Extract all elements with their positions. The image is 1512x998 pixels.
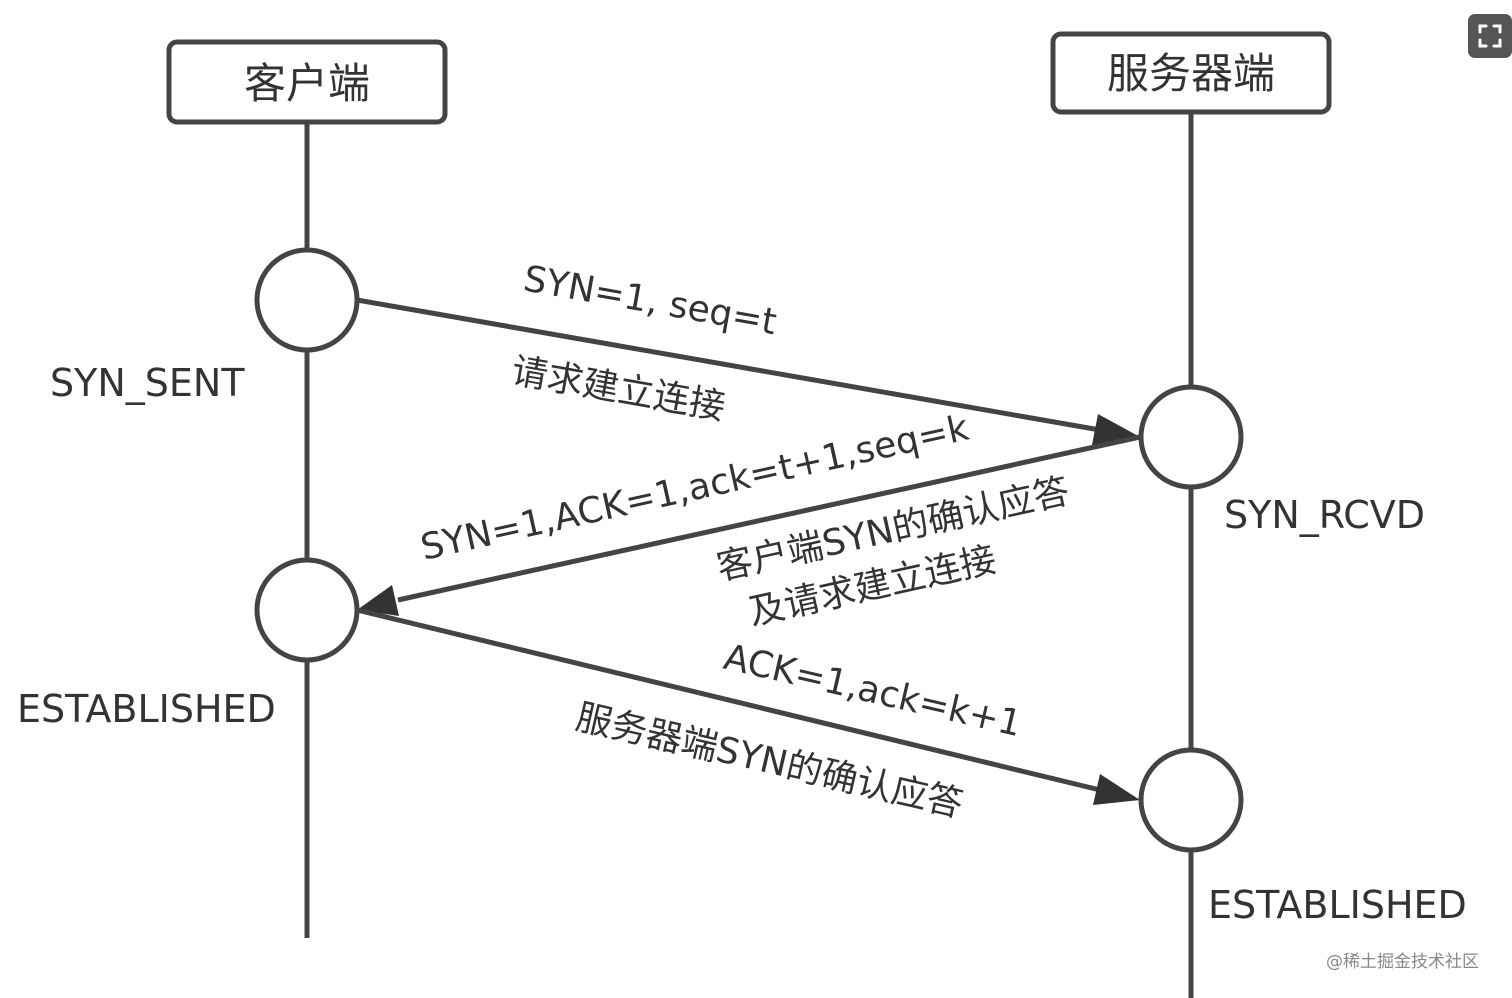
client-actor-box: 客户端 xyxy=(166,39,448,125)
client-established-node xyxy=(254,557,360,663)
server-syn-rcvd-label: SYN_RCVD xyxy=(1224,493,1425,537)
server-established-node xyxy=(1138,747,1244,853)
message-arrow-2 xyxy=(357,434,1141,616)
client-syn-sent-label: SYN_SENT xyxy=(50,361,245,405)
message-3-label: ACK=1,ack=k+1 xyxy=(720,637,1025,745)
server-established-label: ESTABLISHED xyxy=(1208,883,1467,927)
message-1-label: SYN=1, seq=t xyxy=(520,258,779,343)
client-established-label: ESTABLISHED xyxy=(17,687,276,731)
server-actor-box: 服务器端 xyxy=(1050,31,1332,115)
server-title: 服务器端 xyxy=(1107,49,1275,98)
server-syn-rcvd-node xyxy=(1138,384,1244,490)
watermark-text: @稀土掘金技术社区 xyxy=(1326,952,1479,972)
client-syn-sent-node xyxy=(254,247,360,353)
expand-icon xyxy=(1478,24,1502,48)
message-arrow-3 xyxy=(356,607,1140,805)
expand-button[interactable] xyxy=(1468,14,1512,58)
client-title: 客户端 xyxy=(244,59,370,108)
message-1-note: 请求建立连接 xyxy=(508,350,728,428)
